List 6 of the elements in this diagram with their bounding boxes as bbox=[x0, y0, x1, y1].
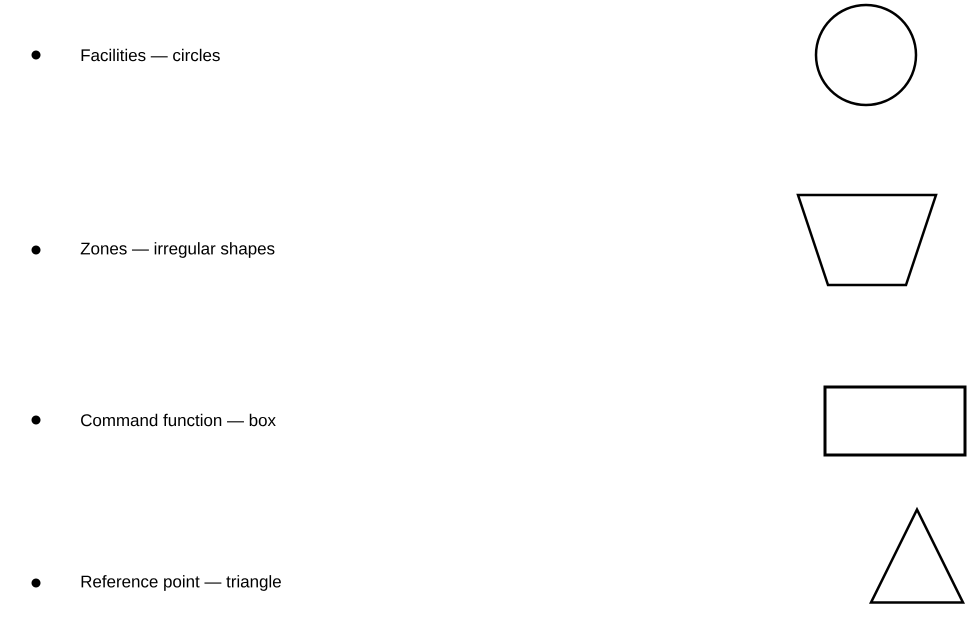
circle-symbol bbox=[814, 4, 918, 106]
rectangle-symbol bbox=[824, 386, 966, 456]
legend-item: Zones — irregular shapes bbox=[32, 242, 274, 258]
legend-item: Command function — box bbox=[32, 414, 276, 426]
legend-item: Reference point — triangle bbox=[32, 575, 281, 591]
legend-item: Facilities — circles bbox=[32, 48, 220, 62]
